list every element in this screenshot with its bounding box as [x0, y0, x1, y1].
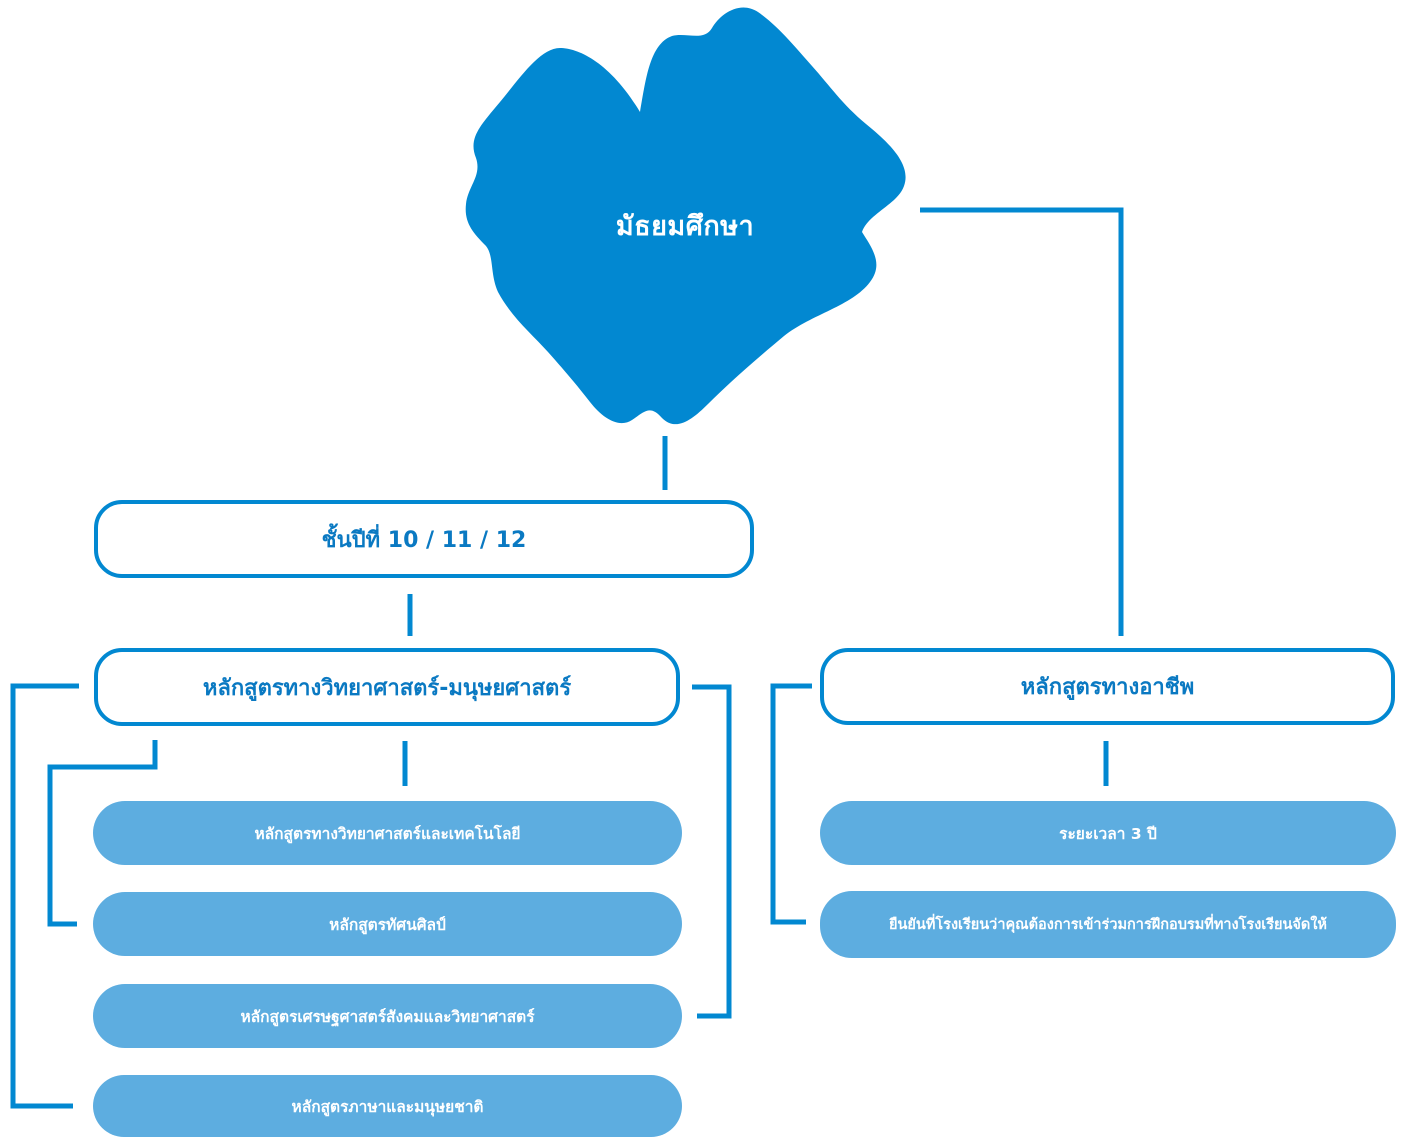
connector-academic-item2	[47, 740, 158, 927]
connector-academic-item3	[692, 684, 732, 1019]
vocational-item-confirm-training: ยืนยันที่โรงเรียนว่าคุณต้องการเข้าร่วมกา…	[820, 891, 1396, 958]
vocational-curriculum-node: หลักสูตรทางอาชีพ	[820, 648, 1395, 725]
connector-root-vocational	[920, 207, 1124, 636]
academic-item-languages-humanities: หลักสูตรภาษาและมนุษยชาติ	[93, 1075, 682, 1137]
academic-item-economics-social-science: หลักสูตรเศรษฐศาสตร์สังคมและวิทยาศาสตร์	[93, 984, 682, 1048]
academic-item-visual-arts: หลักสูตรทัศนศิลป์	[93, 892, 682, 956]
grade-node: ชั้นปีที่ 10 / 11 / 12	[94, 500, 754, 578]
academic-item-science-technology: หลักสูตรทางวิทยาศาสตร์และเทคโนโลยี	[93, 801, 682, 865]
root-node-label: มัธยมศึกษา	[615, 210, 755, 242]
connector-academic-item4	[10, 683, 79, 1109]
connector-vocational-item2	[770, 683, 812, 925]
vocational-item-duration: ระยะเวลา 3 ปี	[820, 801, 1396, 865]
academic-curriculum-node: หลักสูตรทางวิทยาศาสตร์-มนุษยศาสตร์	[94, 648, 680, 726]
